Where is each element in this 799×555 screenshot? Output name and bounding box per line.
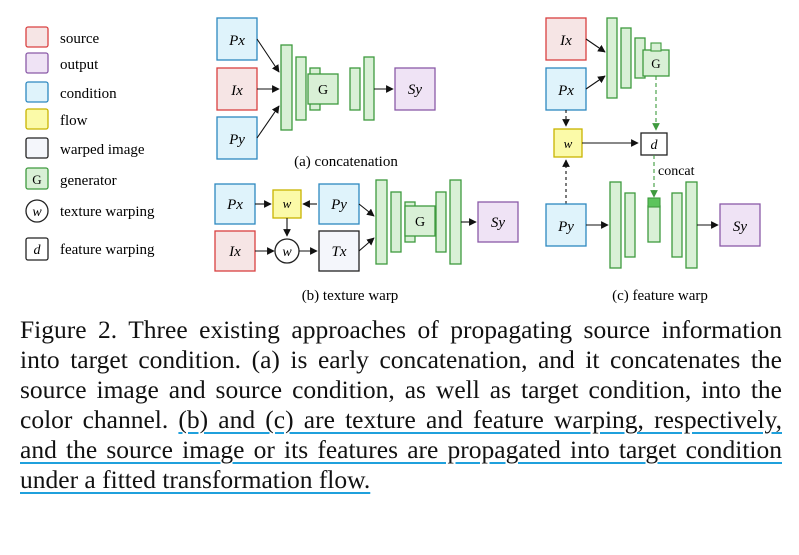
- panel-b-py-label: Py: [330, 197, 347, 213]
- panel-c-flow-label: w: [564, 136, 573, 151]
- panel-c-ix-label: Ix: [559, 33, 572, 49]
- figure-diagram: source output condition flow warped imag…: [25, 17, 761, 304]
- panel-b-flow-label: w: [283, 196, 292, 211]
- legend-label-source: source: [60, 31, 99, 47]
- caption-highlighted: (b) and (c) are texture and feature warp…: [20, 405, 782, 494]
- panel-c-feature-warp: Ix Px G w d concat Py: [545, 17, 761, 304]
- panel-b-sy-label: Sy: [491, 215, 506, 231]
- legend-item-warped-image: warped image: [25, 137, 145, 159]
- panel-a-py-box: [216, 116, 258, 160]
- legend-item-texture-warping: w texture warping: [25, 199, 155, 223]
- panel-a-py-label: Py: [228, 132, 245, 148]
- legend-item-source: source: [25, 26, 99, 48]
- legend-item-feature-warping: d feature warping: [25, 237, 155, 261]
- legend-label-feature-warping: feature warping: [60, 242, 155, 258]
- panel-b-sy-box: [477, 201, 519, 243]
- legend-label-flow: flow: [60, 113, 88, 129]
- panel-c-g-label: G: [651, 56, 660, 71]
- panel-b-px-label: Px: [226, 197, 243, 213]
- legend-glyph-generator: G: [32, 172, 41, 187]
- panel-c-concat-label: concat: [658, 164, 695, 179]
- panel-a-caption: (a) concatenation: [294, 154, 398, 170]
- legend-label-condition: condition: [60, 86, 117, 102]
- panel-a-px-label: Px: [228, 33, 245, 49]
- panel-a-sy-box: [394, 67, 436, 111]
- panel-c-caption: (c) feature warp: [612, 288, 708, 304]
- panel-b-px-box: [214, 183, 256, 225]
- legend-item-generator: G generator: [25, 167, 117, 190]
- panel-b-g-label: G: [415, 215, 425, 230]
- panel-a-sy-label: Sy: [408, 82, 423, 98]
- panel-c-generator: [609, 181, 698, 269]
- legend-glyph-feature-warping: d: [34, 243, 42, 258]
- legend-item-flow: flow: [25, 108, 88, 130]
- panel-c-encoder-top: [606, 17, 646, 99]
- panel-c-flow-box: [553, 128, 583, 158]
- legend-label-output: output: [60, 57, 99, 73]
- legend-label-generator: generator: [60, 173, 117, 189]
- panel-b-tx-label: Tx: [332, 244, 347, 260]
- panel-b-tx-box: [318, 230, 360, 272]
- legend-item-condition: condition: [25, 81, 117, 103]
- panel-c-px-box: [545, 67, 587, 111]
- legend-glyph-texture-warping: w: [32, 205, 42, 220]
- panel-b-texture-warping-label: w: [282, 245, 292, 260]
- panel-a-g-label: G: [318, 83, 328, 98]
- panel-a-g-box: [307, 73, 339, 105]
- caption-plain: Figure 2. Three existing approaches of p…: [20, 315, 782, 434]
- legend-label-texture-warping: texture warping: [60, 204, 155, 220]
- panel-b-g-box: [404, 205, 436, 237]
- legend-label-warped-image: warped image: [60, 142, 145, 158]
- panel-a-ix-box: [216, 67, 258, 111]
- panel-c-ix-box: [545, 17, 587, 61]
- panel-b-caption: (b) texture warp: [302, 288, 399, 304]
- legend-item-output: output: [25, 52, 99, 74]
- panel-c-px-label: Px: [557, 83, 574, 99]
- panel-c-py-label: Py: [557, 219, 574, 235]
- panel-a-ix-label: Ix: [230, 83, 243, 99]
- panel-c-sy-label: Sy: [733, 219, 748, 235]
- panel-b-py-box: [318, 183, 360, 225]
- panel-c-concat-block: [647, 197, 661, 208]
- panel-c-feature-warping-label: d: [651, 138, 659, 153]
- figure-caption: Figure 2. Three existing approaches of p…: [20, 315, 782, 495]
- panel-a-concatenation: Px Ix Py G Sy (a) concatenation: [216, 17, 436, 170]
- panel-b-ix-box: [214, 230, 256, 272]
- panel-b-ix-label: Ix: [228, 244, 241, 260]
- panel-c-sy-box: [719, 203, 761, 247]
- legend: source output condition flow warped imag…: [25, 26, 155, 261]
- panel-b-texture-warp: Px w Py Ix w Tx G Sy (b) texture warp: [214, 179, 519, 304]
